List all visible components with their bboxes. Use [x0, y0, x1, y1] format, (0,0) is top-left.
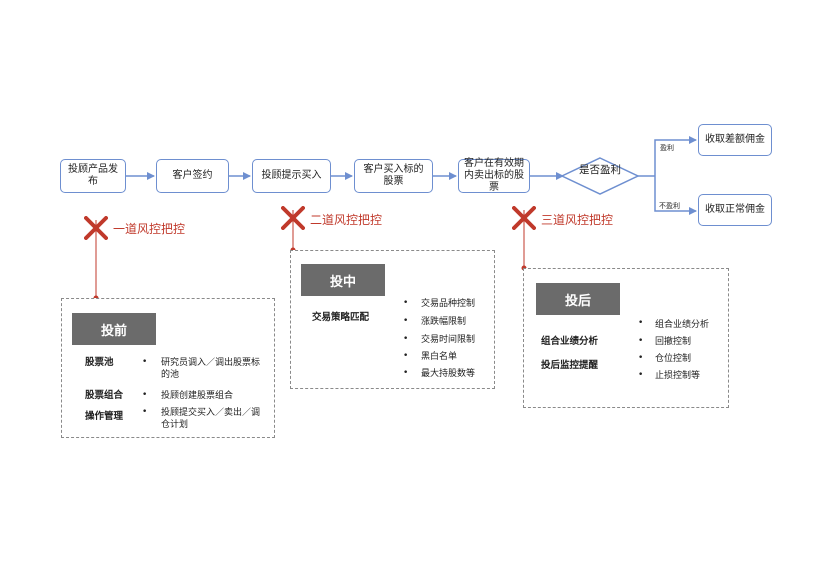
bullet-icon: • — [638, 318, 644, 328]
risk-label-3: 三道风控把控 — [541, 213, 614, 227]
pre-item-operation: 投顾提交买入／卖出／调仓计划 — [161, 408, 261, 430]
bullet-icon: • — [403, 351, 409, 361]
panel-post-title: 投后 — [536, 283, 620, 315]
branch-label-loss: 不盈利 — [659, 202, 680, 210]
branch-label-profit: 盈利 — [660, 144, 674, 152]
pre-item-portfolio: 投顾创建股票组合 — [161, 391, 234, 401]
risk-label-1: 一道风控把控 — [113, 222, 186, 236]
bullet-icon: • — [403, 368, 409, 378]
risk-label-2: 二道风控把控 — [310, 213, 383, 227]
risk-cross-icon-3 — [512, 206, 536, 230]
pre-label-operation: 操作管理 — [85, 411, 124, 422]
branch-loss — [654, 176, 697, 215]
pre-item-stock-pool: 研究员调入／调出股票标的池 — [161, 358, 261, 380]
step-buy-prompt: 投顾提示买入 — [252, 159, 331, 193]
panel-mid-title: 投中 — [301, 264, 385, 296]
mid-item-3: 交易时间限制 — [421, 335, 476, 345]
post-item-1: 组合业绩分析 — [655, 320, 710, 330]
step-client-sell: 客户在有效期内卖出标的股票 — [458, 158, 530, 193]
bullet-icon: • — [403, 298, 409, 308]
risk-cross-icon-1 — [84, 216, 108, 240]
post-item-3: 仓位控制 — [655, 354, 692, 364]
bullet-icon: • — [142, 357, 148, 367]
mid-item-1: 交易品种控制 — [421, 299, 476, 309]
branch-profit — [654, 136, 697, 176]
post-label-monitoring: 投后监控提醒 — [541, 360, 599, 371]
panel-pre-title: 投前 — [72, 313, 156, 345]
panel-mid-investment: 投中 交易策略匹配 • 交易品种控制 • 涨跌幅限制 • 交易时间限制 • 黑白… — [290, 250, 495, 389]
post-item-2: 回撤控制 — [655, 337, 692, 347]
decision-diamond — [560, 157, 640, 195]
bullet-icon: • — [638, 353, 644, 363]
mid-label-strategy: 交易策略匹配 — [312, 312, 370, 323]
bullet-icon: • — [403, 334, 409, 344]
pre-label-stock-pool: 股票池 — [85, 357, 114, 368]
step-client-buy: 客户买入标的股票 — [354, 159, 433, 193]
panel-post-investment: 投后 组合业绩分析 投后监控提醒 • 组合业绩分析 • 回撤控制 • 仓位控制 … — [523, 268, 729, 408]
step-client-signing: 客户签约 — [156, 159, 229, 193]
bullet-icon: • — [638, 370, 644, 380]
decision-label: 是否盈利 — [579, 164, 621, 176]
post-label-performance: 组合业绩分析 — [541, 336, 599, 347]
bullet-icon: • — [142, 407, 148, 417]
panel-pre-investment: 投前 股票池 • 研究员调入／调出股票标的池 股票组合 • 投顾创建股票组合 操… — [61, 298, 275, 438]
mid-item-4: 黑白名单 — [421, 352, 458, 362]
risk-cross-icon-2 — [281, 206, 305, 230]
bullet-icon: • — [638, 336, 644, 346]
step-product-release: 投顾产品发布 — [60, 159, 126, 193]
outcome-diff-commission: 收取差额佣金 — [698, 124, 772, 156]
bullet-icon: • — [403, 316, 409, 326]
bullet-icon: • — [142, 390, 148, 400]
mid-item-5: 最大持股数等 — [421, 369, 476, 379]
post-item-4: 止损控制等 — [655, 371, 701, 381]
mid-item-2: 涨跌幅限制 — [421, 317, 467, 327]
outcome-normal-commission: 收取正常佣金 — [698, 194, 772, 226]
pre-label-portfolio: 股票组合 — [85, 390, 124, 401]
